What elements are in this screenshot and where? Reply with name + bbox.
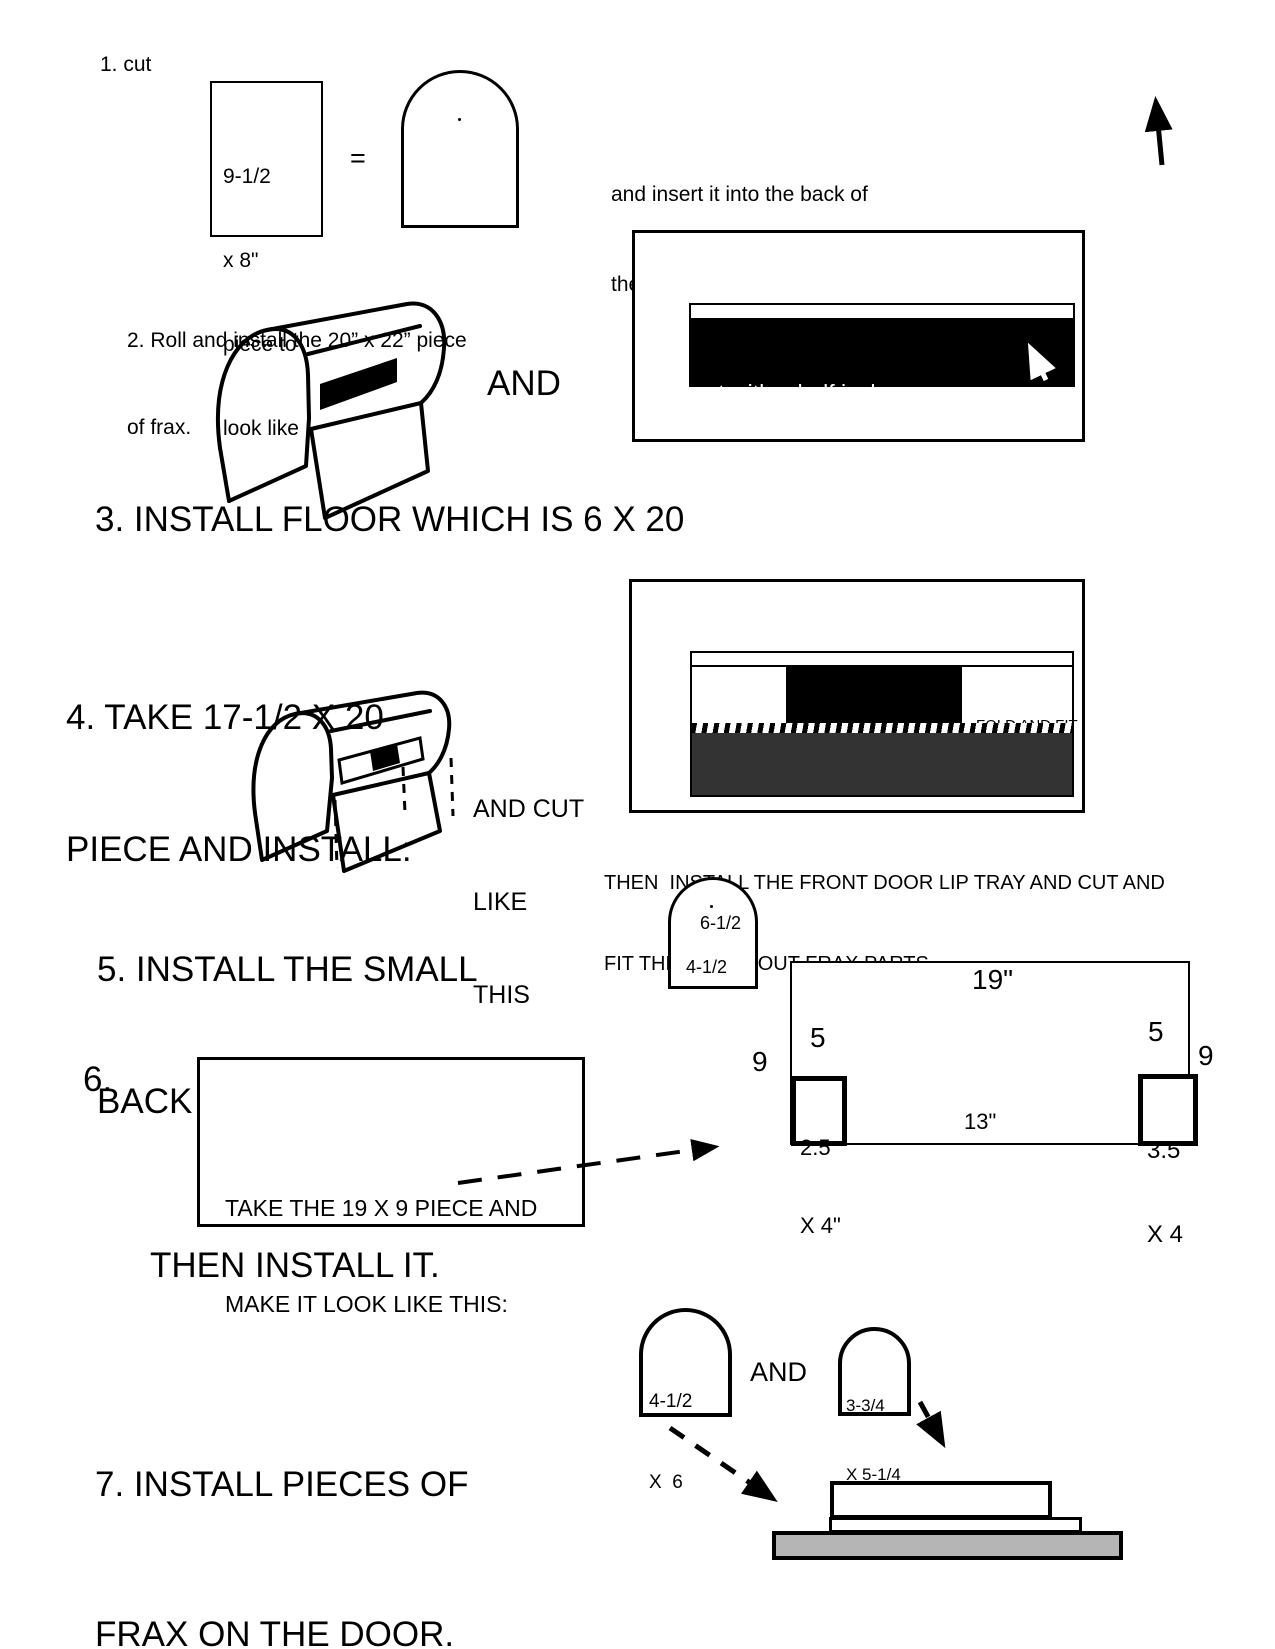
step7-heading-line: 7. INSTALL PIECES OF bbox=[95, 1465, 469, 1504]
tunnel-front-arch bbox=[215, 326, 311, 450]
dim-5-right: 5 bbox=[1148, 1016, 1164, 1047]
cut-note-line: AND CUT bbox=[473, 795, 585, 823]
step6-instruction: TAKE THE 19 X 9 PIECE AND MAKE IT LOOK L… bbox=[225, 1128, 537, 1384]
small-piece-width-label: 4-1/2 bbox=[686, 957, 728, 977]
center-mark-dot bbox=[710, 905, 713, 908]
dim-9-left: 9 bbox=[752, 1046, 768, 1077]
dim-13: 13" bbox=[964, 1109, 997, 1134]
step1-piece-box: 9-1/2 x 8" piece to look like bbox=[210, 81, 323, 440]
after-floor-line: THEN INSTALL THE FRONT DOOR LIP TRAY AND… bbox=[604, 872, 1165, 894]
center-mark-dot bbox=[458, 118, 461, 121]
equals-sign: = bbox=[350, 143, 366, 173]
door-base-plate bbox=[772, 1531, 1123, 1560]
step4-heading-line: PIECE AND INSTALL: bbox=[66, 830, 412, 869]
insert-up-arrow-icon bbox=[1144, 96, 1173, 166]
then-install-note: THEN INSTALL IT. bbox=[150, 1246, 440, 1285]
dim-19: 19" bbox=[972, 964, 1014, 995]
overlay-note-line: cut with a half inch bbox=[694, 380, 884, 406]
cut-note-line: THIS bbox=[473, 981, 530, 1009]
frax-patch-dark bbox=[320, 358, 397, 410]
right-cutout-label: 3.5 X 4 bbox=[1147, 1137, 1184, 1248]
door-frax-piece-a-label: 4-1/2 X 6 bbox=[649, 1391, 693, 1493]
floor-gray-slab bbox=[692, 733, 1072, 795]
step4-heading: 4. TAKE 17-1/2 X 20 PIECE AND INSTALL: bbox=[66, 608, 412, 960]
step5-heading-line: 5. INSTALL THE SMALL bbox=[97, 950, 478, 989]
door-piece-b-dashed-arrow-icon bbox=[916, 1400, 946, 1449]
and-label-2: AND bbox=[750, 1357, 808, 1387]
step3-heading: 3. INSTALL FLOOR WHICH IS 6 X 20 bbox=[95, 500, 685, 539]
rolled-frax-drawing bbox=[215, 301, 447, 520]
floor-dark-center bbox=[786, 667, 962, 725]
cut-dashed-line bbox=[333, 799, 339, 869]
step6-instruction-line: TAKE THE 19 X 9 PIECE AND bbox=[225, 1195, 538, 1221]
overlay-note: cut with a half inch overhang TO FIT DOO… bbox=[694, 328, 943, 536]
door-frax-piece-a bbox=[639, 1308, 732, 1417]
arched-piece-drawing bbox=[401, 70, 519, 228]
step6-instruction-line: MAKE IT LOOK LIKE THIS: bbox=[225, 1291, 508, 1317]
step1-piece-dimensions: 9-1/2 x 8" piece to look like bbox=[223, 107, 299, 499]
door-frax-piece-b bbox=[838, 1327, 911, 1416]
piece-line: look like bbox=[223, 417, 299, 440]
step1-label: 1. cut bbox=[100, 53, 152, 76]
small-back-piece-drawing bbox=[668, 877, 758, 989]
frax-overlay-dark: cut with a half inch overhang TO FIT DOO… bbox=[691, 318, 1073, 484]
fold-crease-hatch bbox=[692, 723, 1072, 733]
dim-5-left: 5 bbox=[810, 1022, 826, 1053]
cut-dashed-line bbox=[401, 766, 407, 814]
step2-line: of frax. bbox=[127, 416, 192, 439]
small-piece-height-label: 6-1/2 bbox=[700, 913, 742, 933]
right-cutout-box: 3.5 X 4 bbox=[1138, 1074, 1198, 1248]
insert-note-line: and insert it into the back of bbox=[611, 183, 868, 206]
dim-9-right: 9 bbox=[1198, 1040, 1214, 1071]
cut-note: AND CUT LIKE THIS bbox=[473, 732, 584, 1073]
step6-number: 6. bbox=[83, 1060, 113, 1099]
step7-heading-line: FRAX ON THE DOOR. bbox=[95, 1615, 455, 1649]
frax-overlay-bar: cut with a half inch overhang TO FIT DOO… bbox=[689, 303, 1075, 484]
overlay-note-line: overhang TO FIT DOOR bbox=[694, 458, 944, 484]
door-frax-piece-b-label: 3-3/4 X 5-1/4 bbox=[846, 1396, 901, 1484]
piece-19x9-diagram bbox=[790, 961, 1190, 1145]
left-cutout-box: 2.5 X 4" bbox=[791, 1076, 847, 1238]
floor-assembly-bar: FOLD AND FIT INTO PLACE bbox=[690, 651, 1078, 797]
cut-note-line: LIKE bbox=[473, 888, 528, 916]
left-cutout-label: 2.5 X 4" bbox=[800, 1135, 841, 1238]
and-label: AND bbox=[487, 364, 561, 403]
floor-top-strip bbox=[692, 653, 1072, 667]
step4-heading-line: 4. TAKE 17-1/2 X 20 bbox=[66, 698, 384, 737]
cut-frax-drawing bbox=[251, 690, 455, 873]
door-frax-top-layer bbox=[830, 1481, 1052, 1519]
step7-heading: 7. INSTALL PIECES OF FRAX ON THE DOOR. bbox=[95, 1360, 468, 1649]
cut-patch-dark bbox=[370, 744, 400, 771]
cut-dashed-line bbox=[449, 757, 455, 817]
step6-box: TAKE THE 19 X 9 PIECE AND MAKE IT LOOK L… bbox=[197, 1057, 585, 1317]
piece-line: 9-1/2 bbox=[223, 165, 271, 188]
piece-line: x 8" bbox=[223, 249, 259, 272]
